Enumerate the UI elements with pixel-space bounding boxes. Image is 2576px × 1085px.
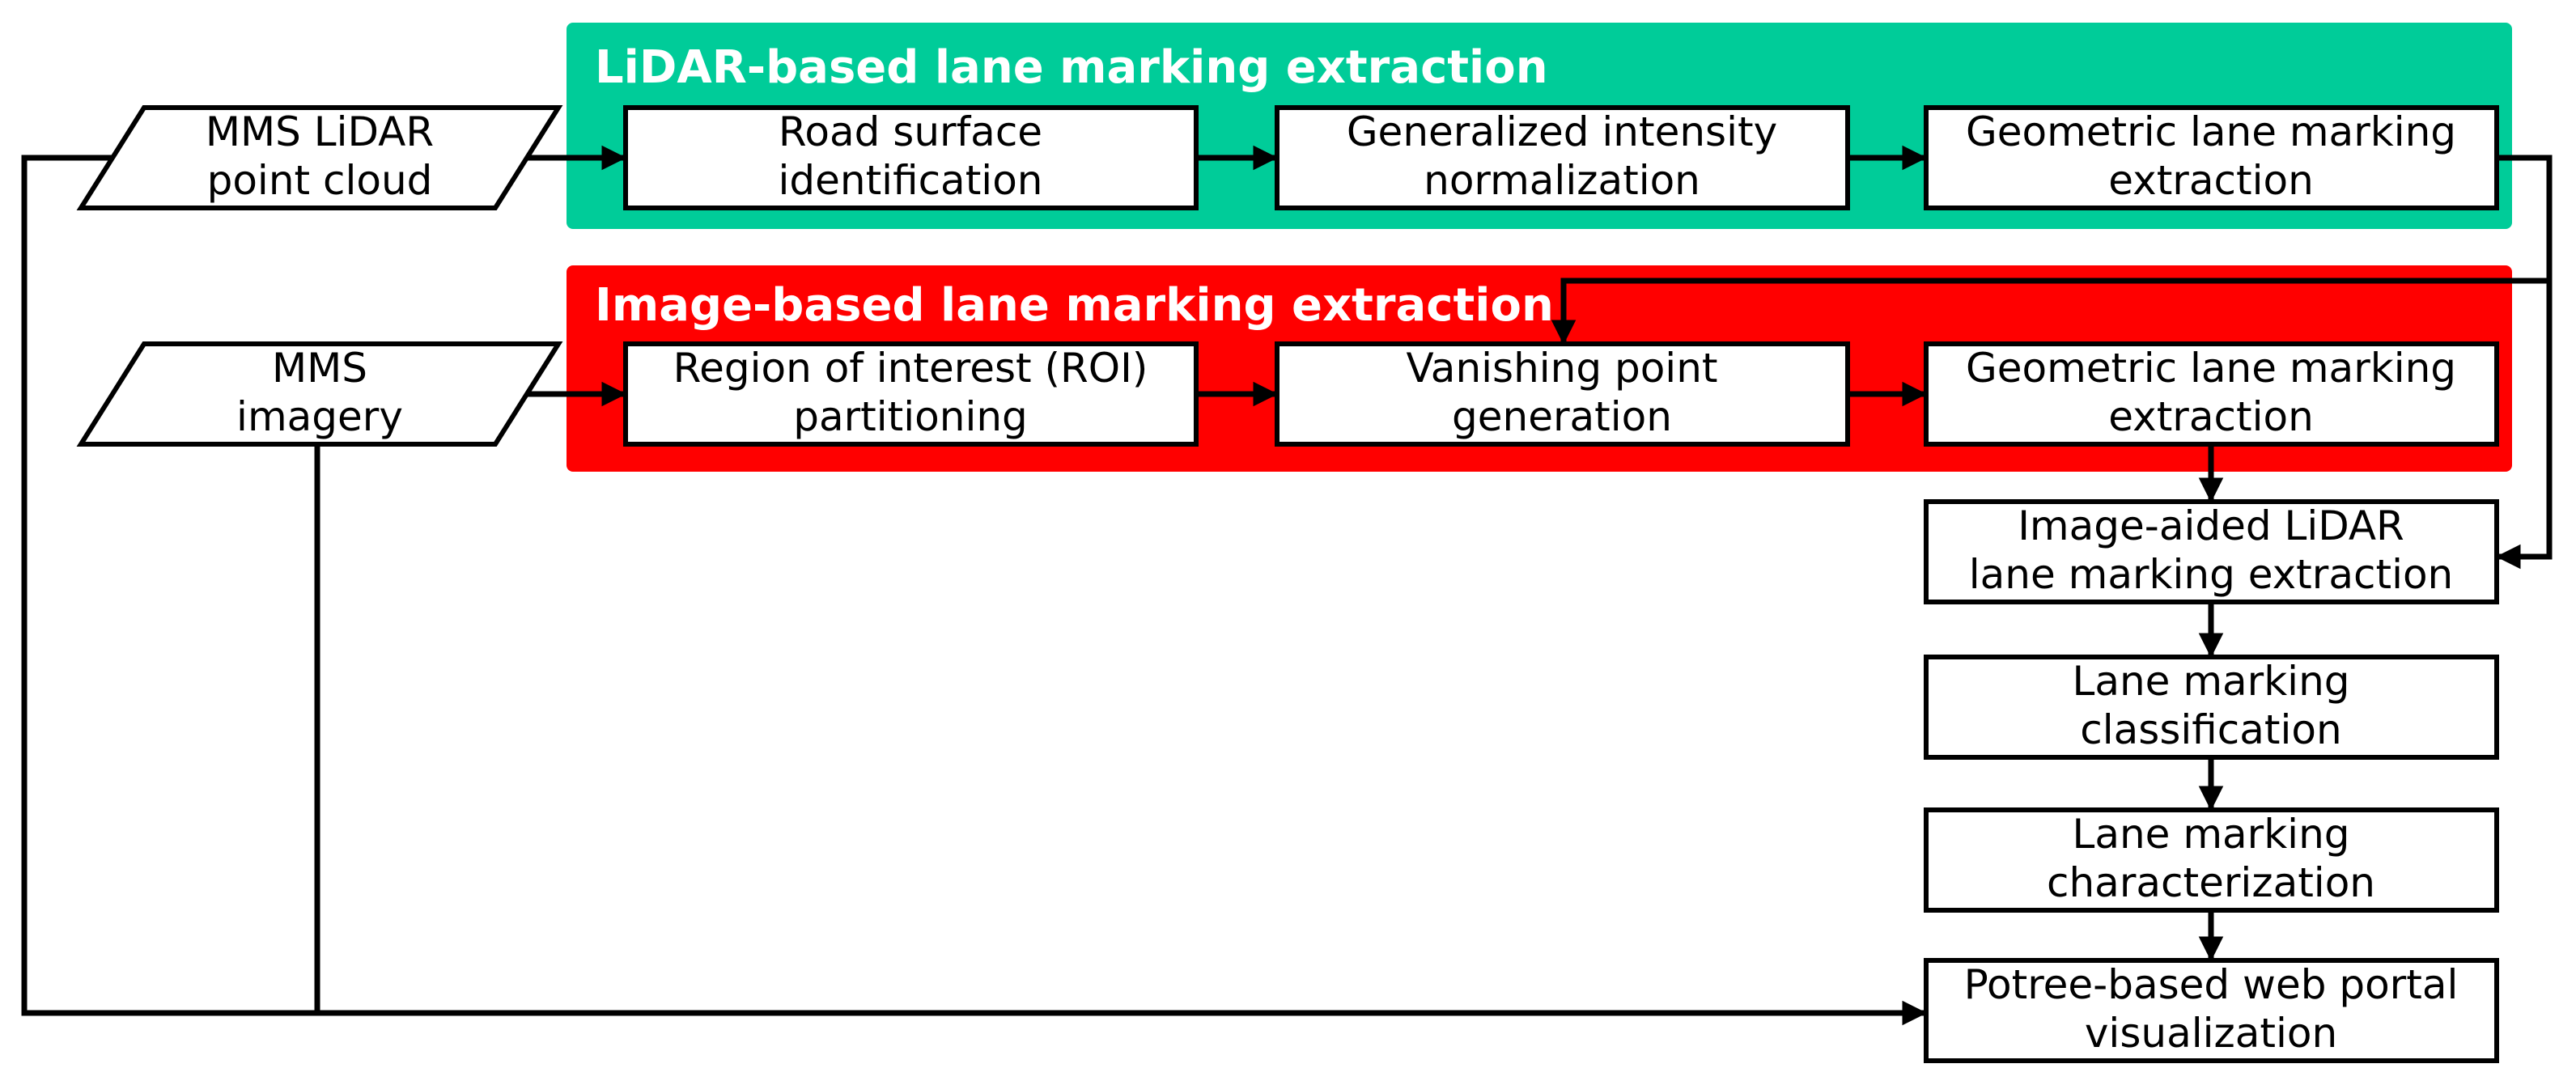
- step-road-surface-identification-line-2: identification: [779, 157, 1043, 204]
- image-panel-title: Image-based lane marking extraction: [595, 279, 1554, 332]
- arrow-lidar-input-to-portal: [21, 155, 1928, 1026]
- step-potree-web-portal-visualization-line-1: Potree-based web portal: [1964, 961, 2459, 1008]
- step-image-geometric-lane-marking-extraction-line-2: extraction: [2108, 393, 2314, 440]
- step-lane-marking-classification-line-1: Lane marking: [2072, 658, 2349, 705]
- lidar-panel-title: LiDAR-based lane marking extraction: [595, 41, 1548, 94]
- step-roi-partitioning: Region of interest (ROI) partitioning: [623, 341, 1199, 447]
- input-lidar-point-cloud: MMS LiDAR point cloud: [76, 105, 563, 210]
- step-potree-web-portal-visualization-line-2: visualization: [2085, 1010, 2337, 1057]
- connectors: [21, 145, 2553, 1026]
- step-lane-marking-characterization: Lane marking characterization: [1924, 807, 2499, 913]
- input-lidar-point-cloud-line-2: point cloud: [207, 157, 433, 204]
- step-road-surface-identification-line-1: Road surface: [779, 108, 1042, 155]
- step-vanishing-point-generation-line-1: Vanishing point: [1406, 345, 1717, 392]
- input-imagery: MMS imagery: [76, 341, 563, 447]
- input-imagery-line-1: MMS: [272, 345, 367, 392]
- step-road-surface-identification: Road surface identification: [623, 105, 1199, 210]
- step-potree-web-portal-visualization: Potree-based web portal visualization: [1924, 958, 2499, 1063]
- step-lidar-geometric-lane-marking-extraction-line-2: extraction: [2108, 157, 2314, 204]
- step-generalized-intensity-normalization-line-1: Generalized intensity: [1347, 108, 1777, 155]
- step-image-aided-lidar-extraction-line-1: Image-aided LiDAR: [2018, 502, 2404, 549]
- step-image-geometric-lane-marking-extraction-line-1: Geometric lane marking: [1966, 345, 2456, 392]
- step-vanishing-point-generation-line-2: generation: [1452, 393, 1672, 440]
- step-vanishing-point-generation: Vanishing point generation: [1275, 341, 1850, 447]
- step-image-aided-lidar-extraction: Image-aided LiDAR lane marking extractio…: [1924, 499, 2499, 604]
- step-lane-marking-characterization-line-1: Lane marking: [2072, 811, 2349, 858]
- step-image-aided-lidar-extraction-line-2: lane marking extraction: [1969, 551, 2454, 598]
- arrow-lidar-geometric-to-vanishing: [1551, 243, 2553, 345]
- step-lane-marking-classification: Lane marking classification: [1924, 655, 2499, 760]
- arrow-lidar-geometric-to-image-aided: [2495, 155, 2553, 570]
- input-imagery-line-2: imagery: [236, 393, 403, 440]
- step-image-geometric-lane-marking-extraction: Geometric lane marking extraction: [1924, 341, 2499, 447]
- step-roi-partitioning-line-2: partitioning: [793, 393, 1028, 440]
- step-lane-marking-characterization-line-2: characterization: [2047, 859, 2375, 906]
- step-generalized-intensity-normalization-line-2: normalization: [1424, 157, 1700, 204]
- step-lane-marking-classification-line-2: classification: [2080, 706, 2341, 753]
- step-lidar-geometric-lane-marking-extraction: Geometric lane marking extraction: [1924, 105, 2499, 210]
- step-lidar-geometric-lane-marking-extraction-line-1: Geometric lane marking: [1966, 108, 2456, 155]
- step-roi-partitioning-line-1: Region of interest (ROI): [673, 345, 1148, 392]
- step-generalized-intensity-normalization: Generalized intensity normalization: [1275, 105, 1850, 210]
- input-lidar-point-cloud-line-1: MMS LiDAR: [206, 108, 434, 155]
